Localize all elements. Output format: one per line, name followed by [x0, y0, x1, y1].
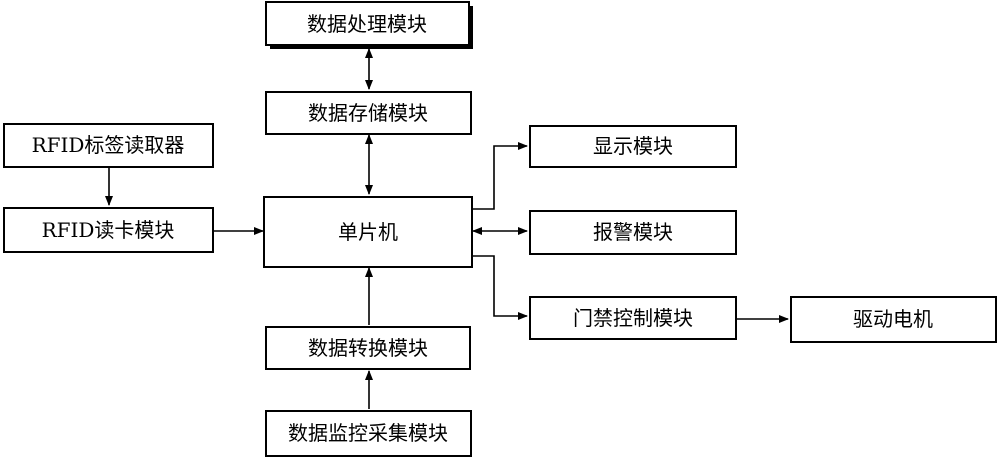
block-data-processing: 数据处理模块 [266, 2, 473, 49]
block-drive-motor-label: 驱动电机 [853, 307, 933, 331]
block-mcu: 单片机 [264, 197, 472, 267]
block-data-storage-label: 数据存储模块 [308, 101, 428, 125]
block-rfid-tag-reader: RFID标签读取器 [4, 124, 213, 167]
block-access-control: 门禁控制模块 [530, 297, 736, 339]
block-data-conversion: 数据转换模块 [266, 327, 470, 369]
mcu-to-display-arrow [472, 146, 527, 209]
block-drive-motor: 驱动电机 [791, 297, 996, 342]
mcu-to-access-control-arrow [472, 256, 527, 316]
block-rfid-card-module: RFID读卡模块 [4, 208, 213, 252]
block-display: 显示模块 [530, 126, 736, 167]
block-data-monitoring-label: 数据监控采集模块 [288, 421, 448, 445]
block-access-control-label: 门禁控制模块 [573, 306, 693, 330]
block-rfid-card-module-label: RFID读卡模块 [42, 218, 175, 242]
block-rfid-tag-reader-label: RFID标签读取器 [32, 133, 185, 157]
block-data-monitoring: 数据监控采集模块 [266, 411, 471, 456]
block-data-storage: 数据存储模块 [266, 92, 471, 134]
block-mcu-label: 单片机 [338, 220, 398, 244]
block-alarm: 报警模块 [530, 211, 736, 254]
block-display-label: 显示模块 [593, 134, 673, 158]
block-alarm-label: 报警模块 [593, 220, 673, 244]
block-data-conversion-label: 数据转换模块 [308, 336, 428, 360]
block-data-processing-label: 数据处理模块 [307, 12, 427, 36]
